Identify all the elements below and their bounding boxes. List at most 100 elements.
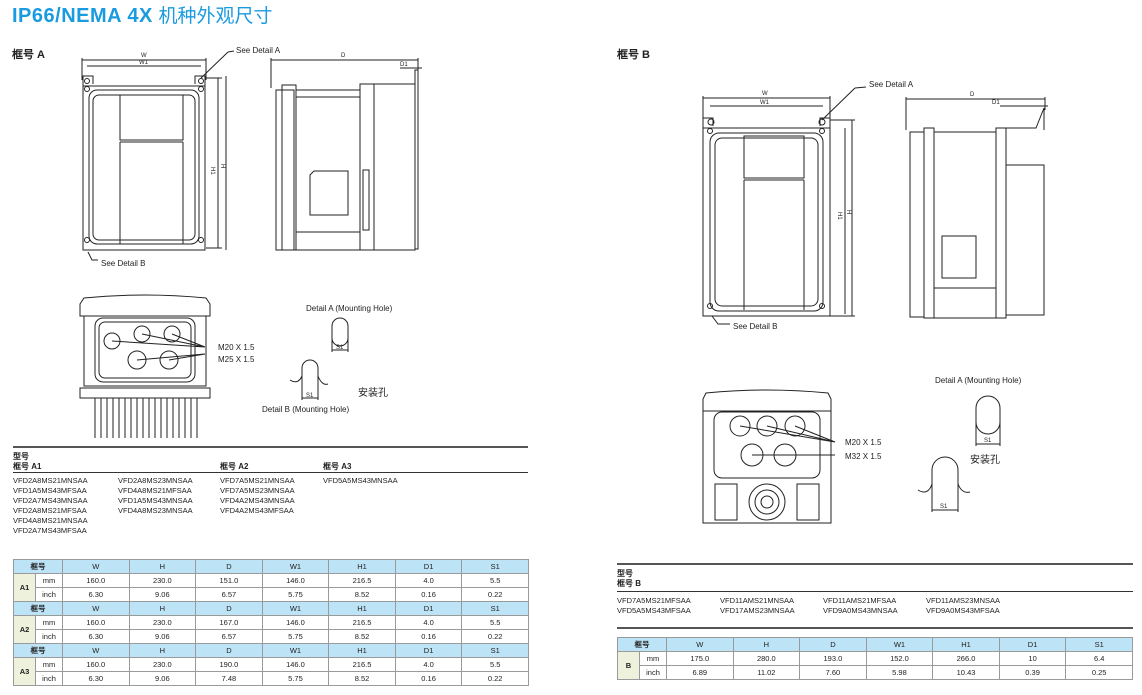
- b-see-detail-b-label: See Detail B: [733, 322, 777, 331]
- page-title: IP66/NEMA 4X 机种外观尺寸: [12, 1, 272, 28]
- value-cell: 4.0: [394, 615, 463, 630]
- value-cell: 0.22: [461, 671, 529, 686]
- b-detail-b-s1: S1: [940, 504, 948, 510]
- value-cell: 146.0: [261, 573, 330, 588]
- detail-b-hole: [289, 359, 329, 400]
- value-cell: 6.89: [666, 665, 734, 680]
- model-item: VFD4A8MS23MNSAA: [118, 506, 193, 515]
- header-cell: S1: [461, 643, 529, 658]
- frame-model-header: 框号 A3: [323, 462, 352, 471]
- header-cell: D: [195, 559, 263, 574]
- model-item: VFD2A7MS43MFSAA: [13, 526, 87, 535]
- b-m20-label: M20 X 1.5: [845, 438, 882, 447]
- divider: [13, 472, 528, 473]
- b-m32-label: M32 X 1.5: [845, 452, 882, 461]
- unit-cell: mm: [35, 615, 63, 630]
- model-item: VFD7A5MS23MNSAA: [220, 486, 295, 495]
- value-cell: 11.02: [732, 665, 801, 680]
- frame-b-side-view: [905, 97, 1048, 319]
- value-cell: 216.5: [328, 657, 396, 672]
- frame-model-header: 框号 A2: [220, 462, 249, 471]
- model-header: 型号: [13, 452, 29, 461]
- value-cell: 266.0: [932, 651, 1000, 666]
- divider: [617, 627, 1133, 629]
- value-cell: 280.0: [732, 651, 801, 666]
- value-cell: 6.30: [62, 671, 130, 686]
- model-item: VFD4A2MS43MFSAA: [220, 506, 294, 515]
- divider: [617, 591, 1133, 592]
- header-cell: H1: [328, 601, 396, 616]
- dim-w1: W1: [139, 60, 149, 66]
- header-frame: 框号: [13, 559, 63, 574]
- header-cell: W: [62, 601, 130, 616]
- unit-cell: inch: [35, 671, 63, 686]
- frame-b-model-header: 框号 B: [617, 579, 641, 588]
- dim-b-w1: W1: [760, 100, 770, 106]
- value-cell: 10.43: [932, 665, 1000, 680]
- header-cell: D1: [394, 559, 463, 574]
- value-cell: 230.0: [128, 657, 197, 672]
- header-cell: W: [666, 637, 734, 652]
- divider: [13, 446, 528, 448]
- model-item: VFD2A7MS43MNSAA: [13, 496, 88, 505]
- header-cell: D1: [998, 637, 1067, 652]
- value-cell: 0.16: [394, 629, 463, 644]
- value-cell: 190.0: [195, 657, 263, 672]
- model-item: VFD11AMS23MNSAA: [926, 596, 1001, 605]
- value-cell: 5.5: [461, 573, 529, 588]
- unit-cell: inch: [35, 629, 63, 644]
- model-item: VFD5A5MS43MNSAA: [323, 476, 398, 485]
- header-cell: D: [195, 643, 263, 658]
- value-cell: 7.60: [799, 665, 867, 680]
- value-cell: 6.30: [62, 587, 130, 602]
- model-item: VFD9A0MS43MNSAA: [823, 606, 898, 615]
- value-cell: 5.75: [261, 587, 330, 602]
- frame-cell: A1: [13, 573, 36, 602]
- header-frame: 框号: [617, 637, 667, 652]
- value-cell: 160.0: [62, 573, 130, 588]
- value-cell: 5.98: [865, 665, 934, 680]
- b-mounting-hole-label: 安装孔: [970, 453, 1000, 466]
- value-cell: 7.48: [195, 671, 263, 686]
- value-cell: 6.30: [62, 629, 130, 644]
- model-item: VFD9A0MS43MFSAA: [926, 606, 1000, 615]
- header-cell: H: [128, 643, 197, 658]
- frame-b-label: 框号 B: [617, 49, 650, 61]
- dim-d1: D1: [400, 62, 408, 68]
- model-item: VFD11AMS21MNSAA: [720, 596, 795, 605]
- header-cell: H: [128, 559, 197, 574]
- value-cell: 5.5: [461, 657, 529, 672]
- header-cell: S1: [461, 559, 529, 574]
- detail-a-label: Detail A (Mounting Hole): [306, 304, 393, 313]
- value-cell: 0.39: [998, 665, 1067, 680]
- b-see-detail-a-label: See Detail A: [869, 80, 914, 89]
- m25-label: M25 X 1.5: [218, 355, 255, 364]
- m20-label: M20 X 1.5: [218, 343, 255, 352]
- dim-b-h: H: [845, 210, 851, 214]
- header-cell: D1: [394, 643, 463, 658]
- frame-b-front-view: [702, 86, 867, 325]
- see-detail-b-label: See Detail B: [101, 259, 145, 268]
- header-cell: W: [62, 643, 130, 658]
- value-cell: 160.0: [62, 615, 130, 630]
- b-detail-a-s1: S1: [984, 438, 992, 444]
- header-frame: 框号: [13, 601, 63, 616]
- header-cell: S1: [1065, 637, 1133, 652]
- see-detail-a-label: See Detail A: [236, 46, 281, 55]
- model-item: VFD7A5MS21MFSAA: [617, 596, 691, 605]
- header-cell: D: [195, 601, 263, 616]
- value-cell: 5.75: [261, 671, 330, 686]
- value-cell: 160.0: [62, 657, 130, 672]
- detail-a-s1: S1: [336, 345, 344, 351]
- frame-a-bottom-view: [79, 294, 211, 438]
- dim-h1: H1: [209, 167, 215, 175]
- frame-a-side-view: [270, 58, 422, 251]
